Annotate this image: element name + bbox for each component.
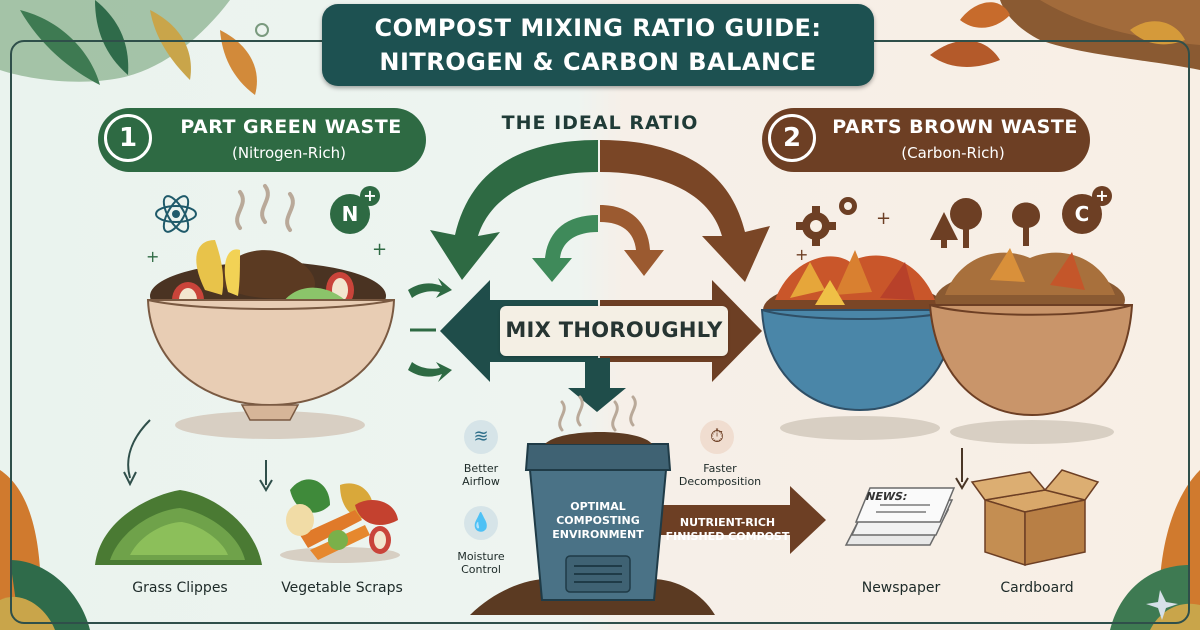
steam-icon [235,184,295,232]
stopwatch-icon: ⏱ [700,420,734,454]
atom-icon [155,195,197,233]
small-arrow-left-1 [408,278,452,298]
benefit-decomposition: Faster Decomposition [678,462,762,488]
tree-icon [930,198,1040,248]
title-line-2: NITROGEN & CARBON BALANCE [379,48,817,76]
output-arrow [655,486,826,554]
svg-text:+: + [876,208,891,229]
soil-corner-top-right [930,0,1200,70]
brown-waste-label: 2 PARTS BROWN WASTE (Carbon-Rich) [762,108,1090,172]
svg-text:+: + [146,247,159,266]
brown-waste-title: PARTS BROWN WASTE [832,116,1078,138]
bin-steam-icon [558,395,637,432]
green-waste-subtitle: (Nitrogen-Rich) [231,144,346,162]
brown-ratio-number: 2 [768,114,816,162]
carbon-badge-letter: C [1074,202,1090,226]
green-connector-left [127,419,151,479]
svg-text:+: + [795,245,808,264]
green-curved-arrow [430,140,598,280]
small-arrow-left-2 [408,362,452,382]
green-waste-title: PART GREEN WASTE [180,116,402,138]
green-waste-label: 1 PART GREEN WASTE (Nitrogen-Rich) [98,108,426,172]
item-newspaper: Newspaper [861,580,941,596]
water-drop-icon: 💧 [464,506,498,540]
brown-curved-arrow [600,140,770,282]
ideal-ratio-heading: THE IDEAL RATIO [501,112,699,134]
benefit-moisture: Moisture Control [457,550,505,576]
grass-clippings-pile [95,490,262,565]
green-inner-arrow [532,215,598,282]
bin-label: OPTIMAL COMPOSTING ENVIRONMENT [552,500,644,541]
carbon-badge: C [1062,194,1102,234]
nitrogen-badge-letter: N [341,202,359,226]
newspaper-stack [844,487,956,546]
benefit-airflow: Better Airflow [462,462,500,488]
wind-icon: ≋ [464,420,498,454]
cardboard-box [970,469,1100,567]
green-ratio-number: 1 [104,114,152,162]
nitrogen-plus-icon: + [360,186,380,206]
title-line-1: COMPOST MIXING RATIO GUIDE: [374,14,822,42]
vegetable-scraps-pile [280,479,400,563]
mix-thoroughly-label: MIX THOROUGHLY [505,318,723,342]
svg-text:+: + [372,239,387,260]
mix-thoroughly-box: MIX THOROUGHLY [500,306,728,356]
item-vegetable-scraps: Vegetable Scraps [281,580,403,596]
output-label: NUTRIENT-RICH FINISHED COMPOST [665,516,790,543]
carbon-plus-icon: + [1092,186,1112,206]
brown-inner-arrow [600,205,664,276]
gear-icon [796,197,857,246]
brown-waste-subtitle: (Carbon-Rich) [901,144,1005,162]
item-grass-clippings: Grass Clippes [132,580,228,596]
item-cardboard: Cardboard [1000,580,1074,596]
title-banner: COMPOST MIXING RATIO GUIDE: NITROGEN & C… [322,4,874,86]
